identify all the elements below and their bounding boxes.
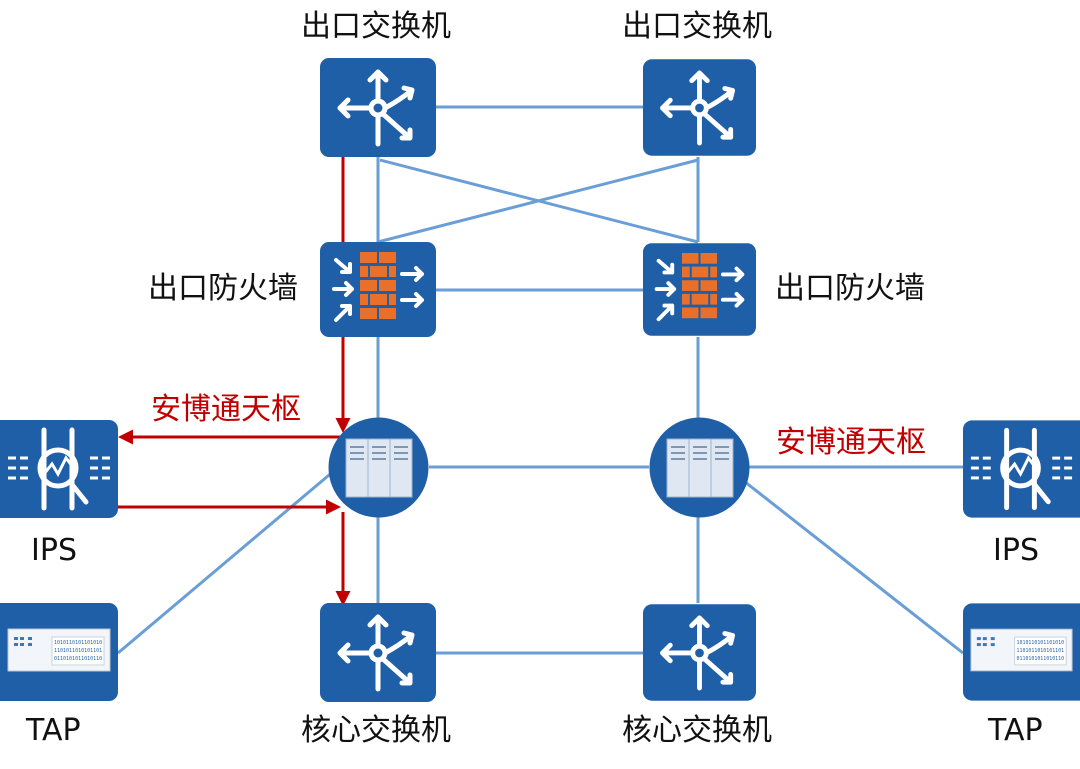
label-tianshu-right: 安博通天枢 xyxy=(776,425,926,460)
router-arrows-icon xyxy=(643,604,756,701)
label-ips-right: IPS xyxy=(993,533,1039,568)
firewall-brick-icon xyxy=(320,242,436,337)
label-egress-firewall-right: 出口防火墙 xyxy=(775,271,925,306)
label-core-switch-left: 核心交换机 xyxy=(301,713,451,748)
link-tianshu-left-to-tap-left xyxy=(117,468,336,655)
tap-left-screen-line-1: 1010110101101010 xyxy=(54,640,102,646)
firewall-brick-icon xyxy=(643,243,756,336)
ips-right[interactable] xyxy=(963,420,1080,518)
egress-firewall-right[interactable] xyxy=(643,242,756,337)
router-arrows-icon xyxy=(643,59,756,156)
server-cluster-icon xyxy=(328,417,429,518)
tap-right-screen-line-1: 1010110101101010 xyxy=(1017,640,1065,646)
link-tianshu-right-to-tap-right xyxy=(739,476,964,655)
tap-right[interactable]: 1010110101101010 1101011010101101 011010… xyxy=(963,603,1080,701)
tianshu-right[interactable] xyxy=(649,417,750,518)
tap-appliance-icon: 1010110101101010 1101011010101101 011010… xyxy=(963,603,1080,701)
label-ips-left: IPS xyxy=(31,533,77,568)
label-tianshu-left: 安博通天枢 xyxy=(151,392,301,427)
tap-right-screen-line-3: 0110101011010110 xyxy=(1017,656,1065,662)
label-core-switch-right: 核心交换机 xyxy=(622,713,772,748)
tap-right-screen-line-2: 1101011010101101 xyxy=(1017,648,1065,654)
ips-monitor-icon xyxy=(0,420,118,518)
label-egress-firewall-left: 出口防火墙 xyxy=(148,271,298,306)
core-switch-right[interactable] xyxy=(643,603,756,702)
server-cluster-icon xyxy=(649,417,750,518)
ips-monitor-icon xyxy=(963,420,1080,518)
tap-left[interactable]: 1010110101101010 1101011010101101 011010… xyxy=(0,603,118,701)
label-egress-switch-left: 出口交换机 xyxy=(301,9,451,44)
label-tap-right: TAP xyxy=(988,713,1043,748)
label-egress-switch-right: 出口交换机 xyxy=(622,9,772,44)
egress-firewall-left[interactable] xyxy=(320,242,436,337)
tap-appliance-icon: 1010110101101010 1101011010101101 011010… xyxy=(0,603,118,701)
label-tap-left: TAP xyxy=(26,713,81,748)
egress-switch-right[interactable] xyxy=(643,58,756,157)
tap-left-screen-line-2: 1101011010101101 xyxy=(54,648,102,654)
link-cross-right-to-left-fw xyxy=(377,158,699,244)
router-arrows-icon xyxy=(320,603,436,702)
tap-left-screen-line-3: 0110101011010110 xyxy=(54,656,102,662)
ips-left[interactable] xyxy=(0,420,118,518)
egress-switch-left[interactable] xyxy=(320,58,436,157)
tianshu-left[interactable] xyxy=(328,417,429,518)
router-arrows-icon xyxy=(320,58,436,157)
core-switch-left[interactable] xyxy=(320,603,436,702)
